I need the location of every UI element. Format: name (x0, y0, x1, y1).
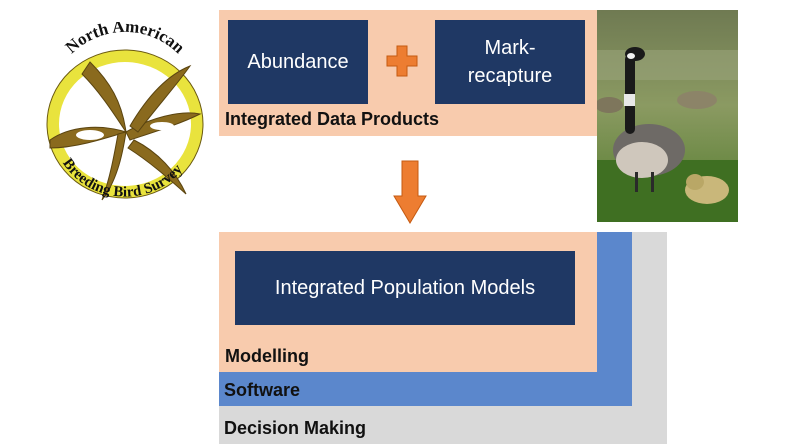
abundance-label: Abundance (247, 51, 349, 73)
plus-icon (386, 45, 418, 77)
integrated-data-products-label: Integrated Data Products (225, 109, 440, 129)
mark-recapture-box: Mark- recapture (435, 20, 585, 104)
mark-recapture-line2: recapture (467, 65, 553, 87)
nabbs-logo: North American Breeding Bird Survey (46, 22, 204, 201)
goose-photo (597, 10, 738, 222)
ipm-label: Integrated Population Models (274, 277, 536, 299)
modelling-label: Modelling (225, 346, 309, 366)
decision-making-label: Decision Making (224, 418, 367, 438)
integrated-population-models-box: Integrated Population Models (235, 251, 575, 325)
down-arrow-icon (393, 160, 427, 224)
software-label: Software (224, 380, 301, 400)
abundance-box: Abundance (228, 20, 368, 104)
mark-recapture-line1: Mark- (484, 37, 536, 59)
